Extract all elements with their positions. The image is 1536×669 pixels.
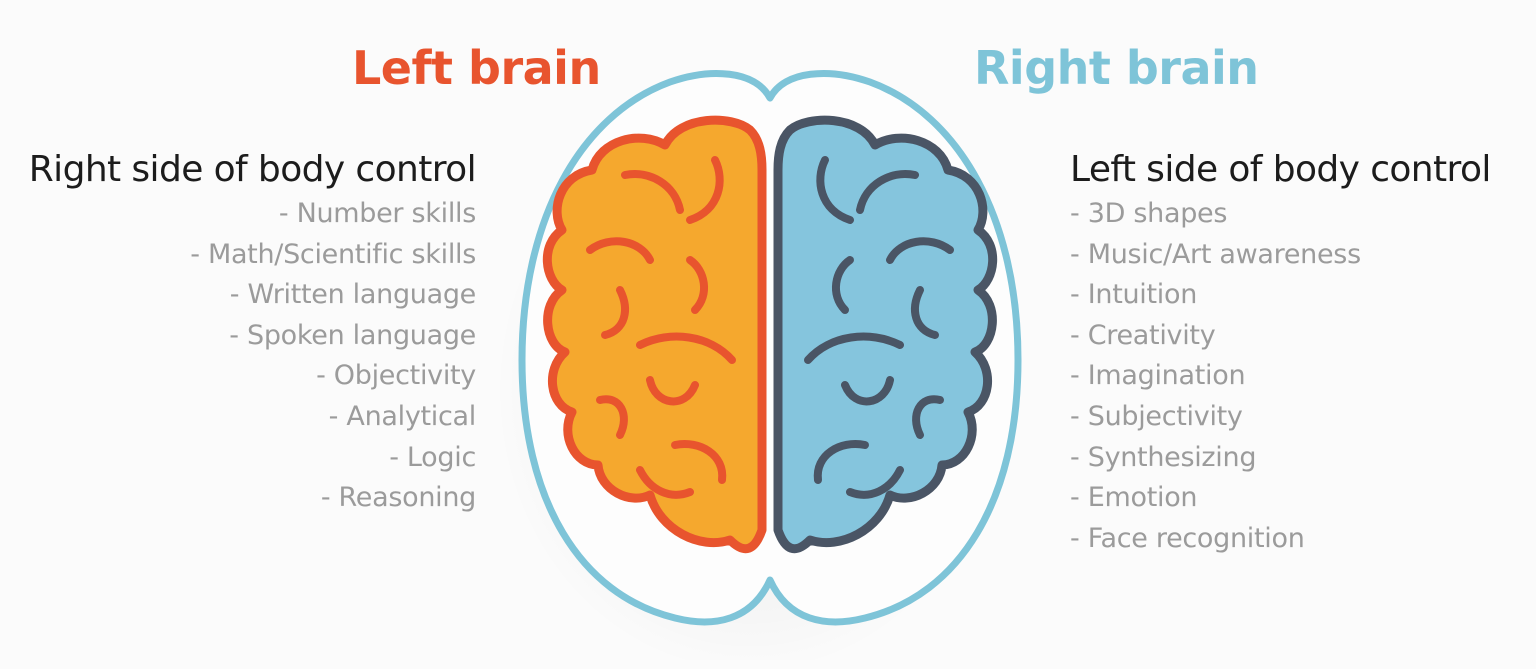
left-fold [636,466,694,499]
left-brain-function-list: - Number skills - Math/Scientific skills… [29,194,476,519]
left-fold [671,440,727,484]
list-item: - Face recognition [1070,522,1305,554]
left-fold [596,395,628,439]
left-hemisphere [542,115,767,554]
list-item: - Imagination [1070,360,1246,392]
left-brain-column: Right side of body control - Number skil… [28,148,477,519]
left-fold [601,286,629,339]
right-brain-function-list: - 3D shapes - Music/Art awareness - Intu… [1070,194,1491,559]
brain-icon [500,60,1040,660]
right-fold [886,237,954,264]
right-fold [804,332,904,364]
right-brain-title: Right brain [974,41,1259,95]
right-hemisphere-shape [773,115,998,554]
right-fold [912,395,944,439]
right-fold [856,170,919,214]
list-item: - Spoken language [229,319,476,351]
list-item: - Analytical [328,400,477,432]
list-item: - Synthesizing [1070,441,1257,473]
right-column-heading: Left side of body control [1070,149,1491,190]
right-fold [911,286,939,339]
left-fold [646,376,699,406]
right-fold [831,256,854,314]
left-brain-title: Left brain [352,41,601,95]
left-column-heading: Right side of body control [28,149,477,190]
list-item: - Music/Art awareness [1070,238,1361,270]
right-hemisphere [773,115,998,554]
list-item: - Number skills [278,198,476,229]
list-item: - Intuition [1070,279,1198,311]
left-fold [686,256,709,314]
list-item: - 3D shapes [1070,198,1228,229]
list-item: - Emotion [1070,482,1198,514]
list-item: - Math/Scientific skills [190,238,476,270]
right-fold [816,156,854,224]
left-fold [586,237,654,264]
list-item: - Logic [389,441,476,473]
right-fold [813,440,869,484]
right-fold [846,466,904,499]
list-item: - Reasoning [320,482,476,514]
left-fold [621,170,684,214]
left-hemisphere-shape [542,115,767,554]
list-item: - Objectivity [316,360,476,392]
left-fold [686,156,724,224]
list-item: - Creativity [1070,319,1216,351]
left-fold [636,332,736,364]
list-item: - Subjectivity [1070,400,1243,432]
list-item: - Written language [229,279,477,311]
right-fold [841,376,894,406]
right-brain-column: Left side of body control - 3D shapes - … [1070,148,1491,559]
